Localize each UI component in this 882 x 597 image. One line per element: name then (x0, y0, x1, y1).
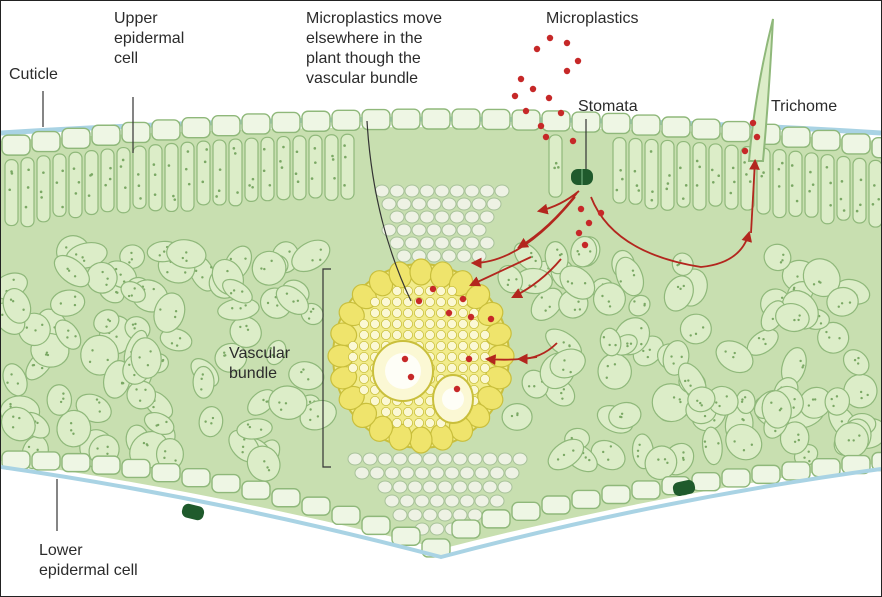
upper-stoma (571, 169, 593, 185)
microplastics-move-label: Microplastics move elsewhere in the plan… (306, 9, 442, 89)
trichome-label: Trichome (771, 97, 837, 117)
lower-epidermal-cell-label: Lower epidermal cell (39, 541, 138, 581)
stomata-label: Stomata (578, 97, 638, 117)
cuticle-label: Cuticle (9, 65, 58, 85)
vascular-bundle (328, 259, 514, 453)
upper-epidermal-cell-label: Upper epidermal cell (114, 9, 184, 69)
vascular-bundle-label: Vascular bundle (229, 344, 290, 384)
lower-stoma-left (181, 503, 206, 522)
microplastics-label: Microplastics (546, 9, 638, 29)
